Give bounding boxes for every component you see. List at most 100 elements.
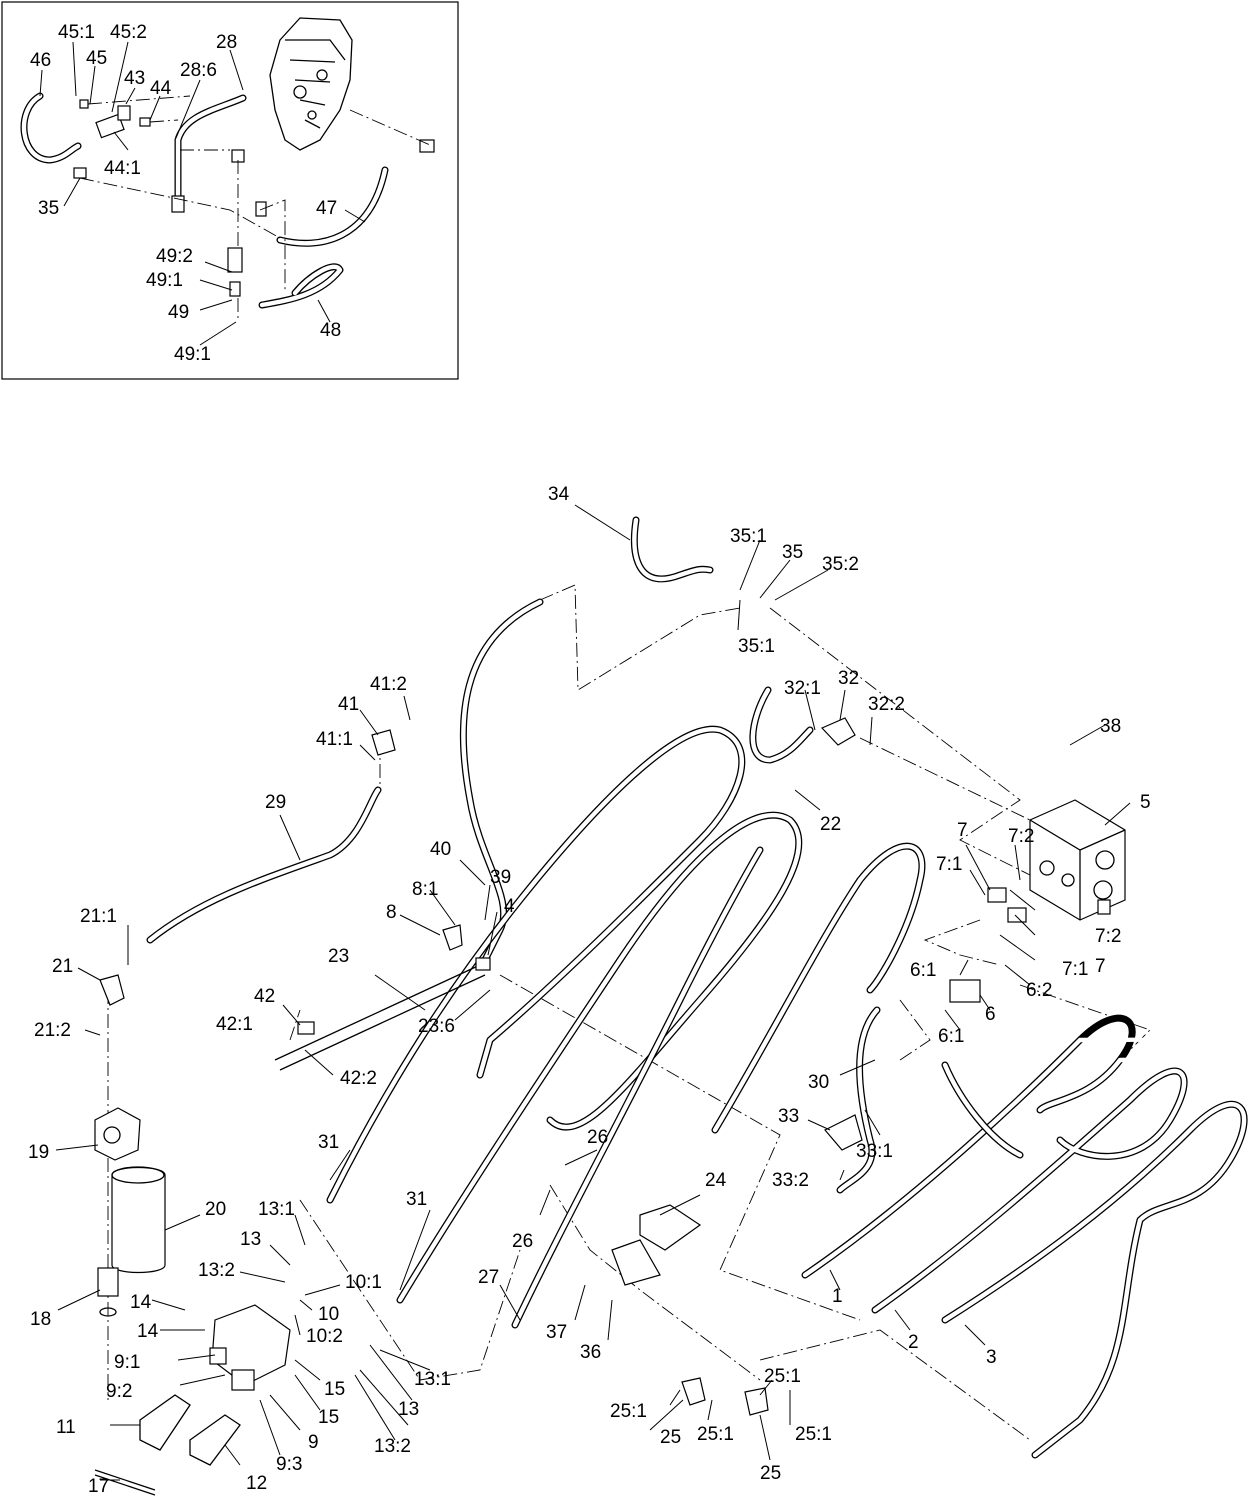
elbow-41 bbox=[371, 729, 396, 756]
callout-label: 21:2 bbox=[34, 1020, 71, 1041]
callout-label: 49:2 bbox=[156, 246, 193, 267]
callout-label: 10:1 bbox=[345, 1272, 382, 1293]
tube-22 bbox=[749, 686, 814, 764]
callout-label: 42:2 bbox=[340, 1068, 377, 1089]
callout-label: 23:6 bbox=[418, 1016, 455, 1037]
filter-20 bbox=[111, 1166, 166, 1274]
inset-hose-46 bbox=[20, 92, 82, 164]
main-diagram: 34 35:1 35 35:2 35:1 41:2 41 41:1 32:1 3… bbox=[28, 484, 1258, 1497]
callout-label: 8 bbox=[386, 902, 397, 923]
callout-label: 13:2 bbox=[374, 1436, 411, 1457]
fitting-7 bbox=[987, 887, 1027, 923]
callout-label: 25:1 bbox=[610, 1401, 647, 1422]
callout-label: 25 bbox=[660, 1427, 681, 1448]
tube-23 bbox=[274, 964, 486, 1071]
fitting-18 bbox=[97, 1267, 119, 1317]
callout-label: 12 bbox=[246, 1473, 267, 1494]
elbow-25 bbox=[681, 1377, 769, 1416]
callout-label: 31 bbox=[406, 1189, 427, 1210]
hose-34 bbox=[630, 516, 714, 583]
bracket-24 bbox=[611, 1204, 702, 1286]
filter-head-19 bbox=[94, 1107, 141, 1161]
callout-label: 7:1 bbox=[936, 854, 962, 875]
hose-middle bbox=[711, 842, 926, 1134]
inset-hose-47 bbox=[276, 166, 389, 247]
callout-label: 18 bbox=[30, 1309, 51, 1330]
inset-fittings bbox=[73, 99, 435, 297]
callout-label: 44 bbox=[150, 78, 172, 99]
callout-label: 17 bbox=[88, 1476, 109, 1497]
chain-lines bbox=[107, 584, 1151, 1441]
callout-label: 41:2 bbox=[370, 674, 407, 695]
callout-label: 6:2 bbox=[1026, 980, 1052, 1001]
callout-label: 35:2 bbox=[822, 554, 859, 575]
callout-label: 48 bbox=[320, 320, 341, 341]
callout-label: 45 bbox=[86, 48, 107, 69]
callout-label: 45:2 bbox=[110, 22, 147, 43]
callout-label: 11 bbox=[56, 1417, 76, 1438]
callout-label: 1 bbox=[832, 1286, 843, 1307]
callout-label: 22 bbox=[820, 814, 841, 835]
callout-label: 9 bbox=[308, 1432, 319, 1453]
callout-label: 41:1 bbox=[316, 729, 353, 750]
hose-2 bbox=[871, 1067, 1188, 1314]
callout-label: 40 bbox=[430, 839, 451, 860]
hose-29 bbox=[146, 786, 382, 944]
inset-panel: 45:1 45 45:2 46 43 44 28 28:6 44:1 35 47… bbox=[1, 1, 459, 380]
callout-label: 30 bbox=[808, 1072, 829, 1093]
callout-label: 46 bbox=[30, 50, 51, 71]
callout-label: 32:2 bbox=[868, 694, 905, 715]
callout-label: 6:1 bbox=[938, 1026, 964, 1047]
callout-label: 42:1 bbox=[216, 1014, 253, 1035]
hose-main-upper bbox=[459, 598, 544, 964]
callout-label: 25 bbox=[760, 1463, 781, 1484]
valve-block-5 bbox=[1029, 799, 1126, 921]
callout-label: 10:2 bbox=[306, 1326, 343, 1347]
callout-label: 41 bbox=[338, 694, 359, 715]
callout-label: 2 bbox=[908, 1332, 919, 1353]
callout-label: 25:1 bbox=[764, 1366, 801, 1387]
callout-label: 23 bbox=[328, 946, 349, 967]
callout-label: 42 bbox=[254, 986, 275, 1007]
callout-label: 35 bbox=[782, 542, 803, 563]
fitting-42 bbox=[297, 1021, 315, 1035]
callout-label: 21:1 bbox=[80, 906, 117, 927]
callout-label: 8:1 bbox=[412, 879, 438, 900]
callout-label: 14 bbox=[137, 1321, 159, 1342]
hose-31-upper bbox=[326, 725, 746, 1204]
callout-label: 26 bbox=[587, 1127, 608, 1148]
callout-label: 6 bbox=[985, 1004, 996, 1025]
inset-tube-28 bbox=[171, 94, 247, 213]
callout-label: 13:1 bbox=[414, 1369, 451, 1390]
callout-label: 49:1 bbox=[146, 270, 183, 291]
callout-label: 7 bbox=[957, 820, 968, 841]
callout-label: 4 bbox=[504, 896, 515, 917]
inset-pump-assembly bbox=[269, 17, 353, 151]
callout-label: 36 bbox=[580, 1342, 601, 1363]
hose-1 bbox=[801, 1014, 1258, 1279]
callout-label: 28:6 bbox=[180, 60, 217, 81]
elbow-32 bbox=[820, 717, 856, 746]
inset-leaders bbox=[39, 41, 366, 346]
hose-27 bbox=[511, 846, 764, 1329]
hose-30 bbox=[836, 1006, 881, 1194]
callout-label: 13:2 bbox=[198, 1260, 235, 1281]
callout-label: 28 bbox=[216, 32, 237, 53]
callout-label: 44:1 bbox=[104, 158, 141, 179]
callout-label: 49:1 bbox=[174, 344, 211, 365]
main-callout-labels: 34 35:1 35 35:2 35:1 41:2 41 41:1 32:1 3… bbox=[28, 484, 1151, 1497]
callout-label: 32:1 bbox=[784, 678, 821, 699]
inset-callout-labels: 45:1 45 45:2 46 43 44 28 28:6 44:1 35 47… bbox=[30, 22, 341, 365]
callout-label: 9:2 bbox=[106, 1381, 132, 1402]
callout-label: 13 bbox=[240, 1229, 261, 1250]
callout-label: 9:3 bbox=[276, 1454, 302, 1475]
hose-3 bbox=[941, 1100, 1248, 1459]
callout-label: 38 bbox=[1100, 716, 1121, 737]
callout-label: 35:1 bbox=[738, 636, 775, 657]
callout-label: 33 bbox=[778, 1106, 799, 1127]
callout-label: 20 bbox=[205, 1199, 226, 1220]
callout-label: 6:1 bbox=[910, 960, 936, 981]
callout-label: 15 bbox=[324, 1379, 345, 1400]
callout-label: 33:1 bbox=[856, 1141, 893, 1162]
